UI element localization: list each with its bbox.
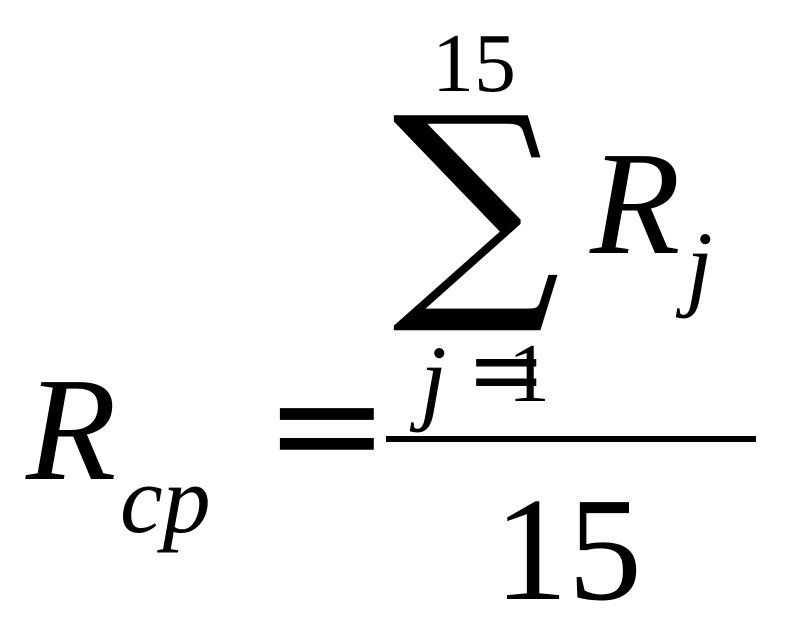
sum-lower-limit-value: 1 [508,327,550,420]
lhs-variable: R [26,348,117,512]
sum-lower-limit-variable: j [420,326,447,433]
lhs-subscript: cp [120,446,211,553]
summation-symbol: ∑ [392,66,561,341]
sum-lower-limit-equals: = [466,314,547,426]
sum-term-variable: R [590,122,681,286]
fraction-bar [386,436,756,442]
sum-upper-limit: 15 [432,17,516,110]
denominator: 15 [494,468,642,632]
equals-sign: = [264,338,390,512]
sum-term-subscript: j [686,212,713,319]
